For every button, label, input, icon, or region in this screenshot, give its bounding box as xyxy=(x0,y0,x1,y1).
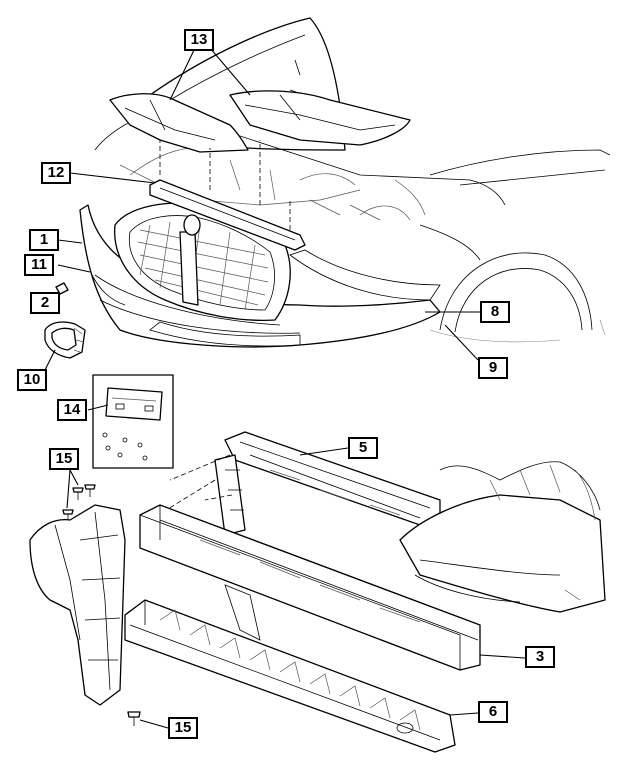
push-pin-fasteners xyxy=(62,484,141,726)
callout-8: 8 xyxy=(480,301,510,323)
callout-6: 6 xyxy=(478,701,508,723)
callout-11: 11 xyxy=(24,254,54,276)
upper-radiator-shields xyxy=(109,90,411,153)
callout-13: 13 xyxy=(184,29,214,51)
radiator-support-panel xyxy=(149,140,306,251)
callout-1: 1 xyxy=(29,229,59,251)
callout-9: 9 xyxy=(478,357,508,379)
license-bracket-inset xyxy=(92,374,174,469)
leader-lines xyxy=(44,47,526,729)
callout-15-upper: 15 xyxy=(49,448,79,470)
callout-2: 2 xyxy=(30,292,60,314)
callout-3: 3 xyxy=(525,646,555,668)
air-deflector xyxy=(29,504,126,706)
bumper-reinforcement-beam xyxy=(139,504,481,671)
callout-10: 10 xyxy=(17,369,47,391)
callout-15-lower: 15 xyxy=(168,717,198,739)
energy-absorber xyxy=(124,599,456,753)
callout-14: 14 xyxy=(57,399,87,421)
lower-fascia-section xyxy=(399,461,606,613)
upper-crossmember xyxy=(149,431,441,536)
callout-5: 5 xyxy=(348,437,378,459)
fog-lamp-bezel xyxy=(44,321,86,359)
callout-12: 12 xyxy=(41,162,71,184)
